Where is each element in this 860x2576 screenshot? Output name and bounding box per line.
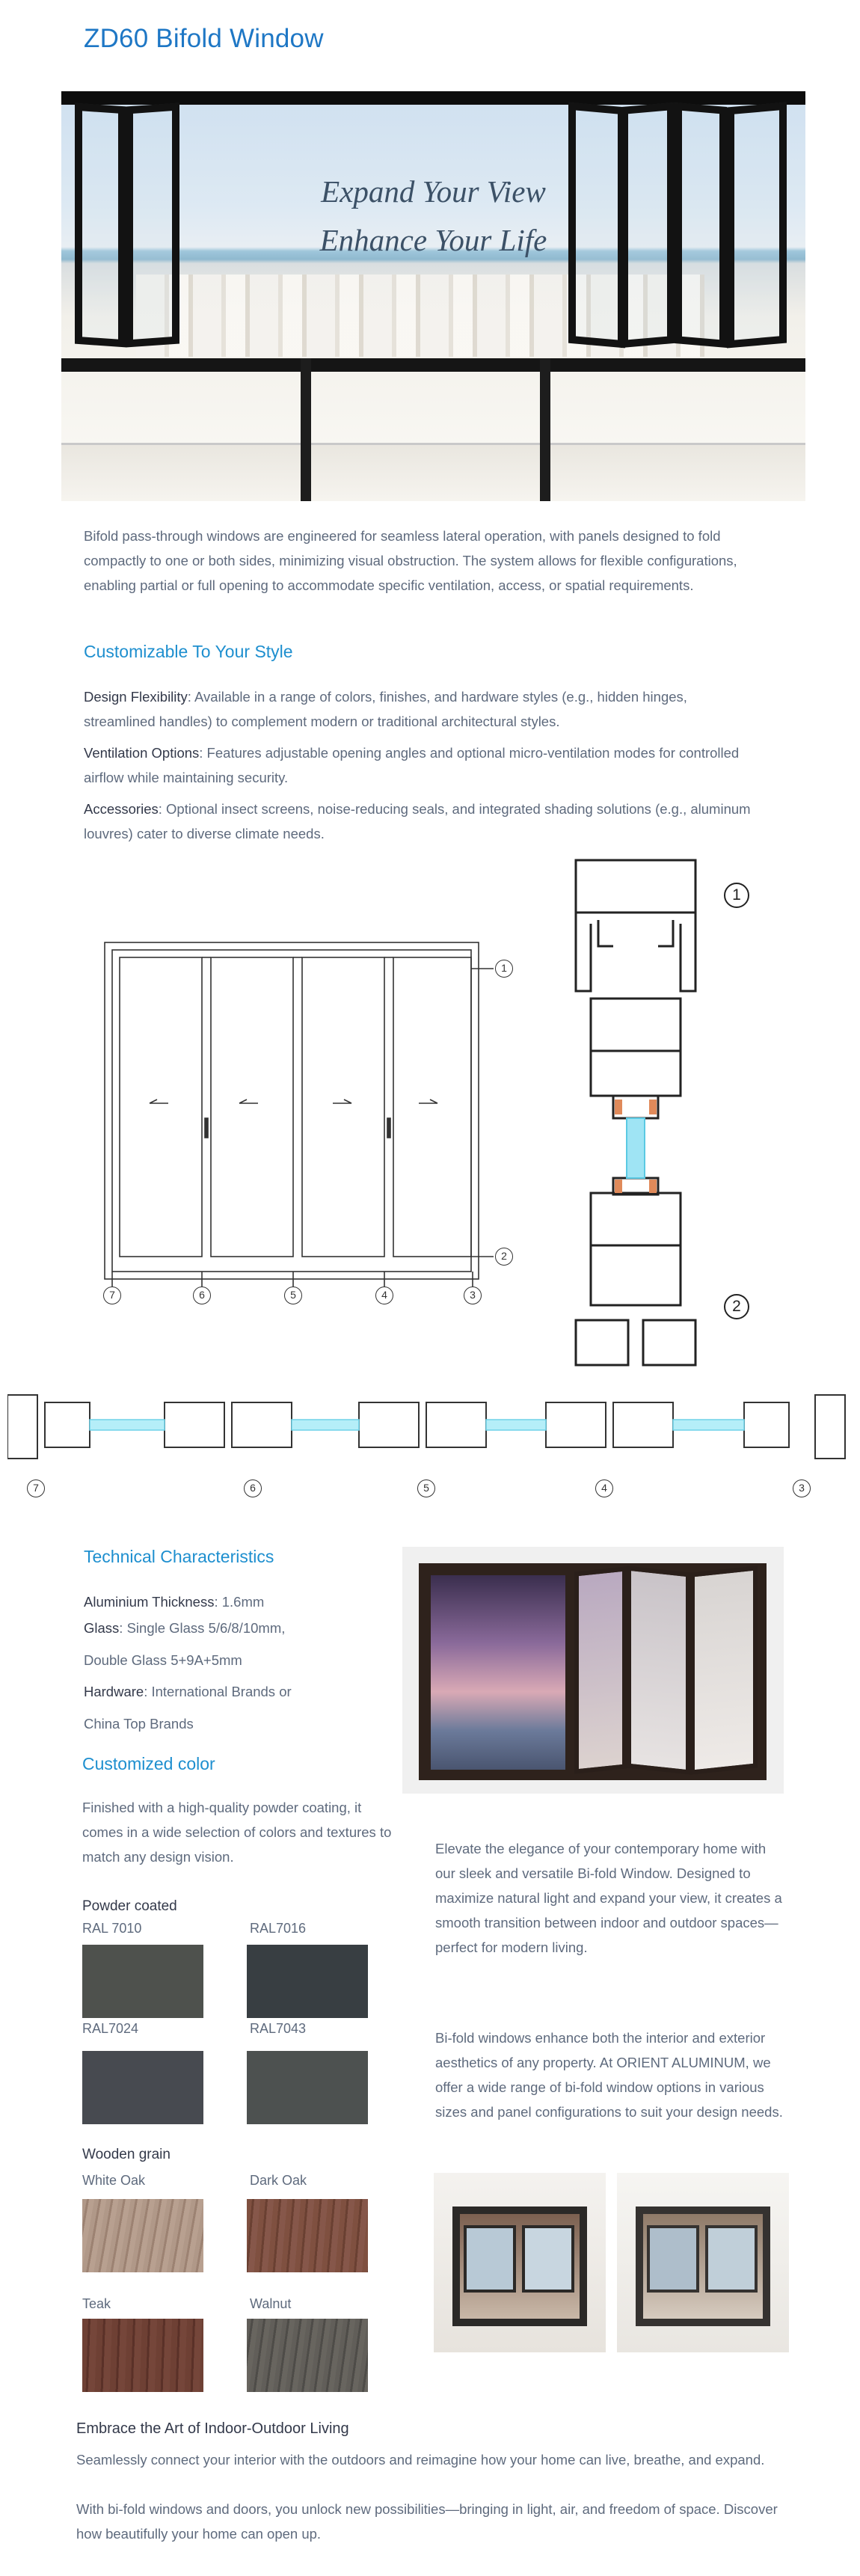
glass-value: : Single Glass 5/6/8/10mm, <box>119 1620 286 1636</box>
glass-line: Glass: Single Glass 5/6/8/10mm, <box>84 1616 398 1640</box>
page-title: ZD60 Bifold Window <box>84 24 324 53</box>
design-flexibility-text: : Available in a range of colors, finish… <box>84 689 687 729</box>
product-photo-corner-1 <box>434 2173 606 2352</box>
swatch-label-walnut: Walnut <box>250 2296 292 2311</box>
swatch-ral7010[interactable] <box>82 1945 203 2018</box>
color-intro: Finished with a high-quality powder coat… <box>82 1800 392 1865</box>
elevation-callout-1: 1 <box>495 960 513 978</box>
elevation-callout-3: 3 <box>464 1287 482 1304</box>
hero-headline-1: Expand Your View <box>321 174 546 209</box>
swatch-label-ral7024: RAL7024 <box>82 2021 139 2036</box>
swatch-label-dark-oak: Dark Oak <box>250 2173 307 2188</box>
hero-image: Expand Your View Enhance Your Life <box>61 91 805 501</box>
swatch-ral7043[interactable] <box>247 2051 368 2124</box>
intro-paragraph: Bifold pass-through windows are engineer… <box>84 528 737 593</box>
plan-callout-5: 5 <box>417 1479 435 1497</box>
elevation-drawing <box>104 942 494 1287</box>
swatch-label-teak: Teak <box>82 2296 111 2311</box>
swatch-label-ral7043: RAL7043 <box>250 2021 307 2036</box>
section-callout-1: 1 <box>724 883 749 908</box>
swatch-white-oak[interactable] <box>82 2199 203 2272</box>
swatch-label-white-oak: White Oak <box>82 2173 146 2188</box>
glass-value-line2: Double Glass 5+9A+5mm <box>84 1652 242 1668</box>
right-paragraph-1: Elevate the elegance of your contemporar… <box>435 1841 782 1955</box>
swatch-ral7016[interactable] <box>247 1945 368 2018</box>
accessories-label: Accessories <box>84 801 159 817</box>
swatch-label-ral7016: RAL7016 <box>250 1921 307 1936</box>
color-heading: Customized color <box>82 1754 215 1773</box>
swatch-walnut[interactable] <box>247 2319 368 2392</box>
ventilation-label: Ventilation Options <box>84 745 200 761</box>
closing-paragraph-2: With bi-fold windows and doors, you unlo… <box>76 2501 778 2542</box>
section-callout-2: 2 <box>724 1294 749 1319</box>
hardware-label: Hardware <box>84 1684 144 1699</box>
horizontal-plan-drawing <box>7 1394 846 1459</box>
product-photo-corner-2 <box>617 2173 789 2352</box>
thickness-label: Aluminium Thickness <box>84 1594 215 1610</box>
closing-paragraph-1: Seamlessly connect your interior with th… <box>76 2452 765 2468</box>
hardware-value: : International Brands or <box>144 1684 292 1699</box>
plan-callout-7: 7 <box>27 1479 45 1497</box>
hero-headline-2: Enhance Your Life <box>319 223 547 257</box>
swatch-teak[interactable] <box>82 2319 203 2392</box>
swatch-dark-oak[interactable] <box>247 2199 368 2272</box>
swatch-label-ral7010: RAL 7010 <box>82 1921 142 1936</box>
accessories-text: : Optional insect screens, noise-reducin… <box>84 801 751 841</box>
elevation-callout-7: 7 <box>103 1287 121 1304</box>
vertical-section-drawing <box>574 859 697 1367</box>
design-flexibility-label: Design Flexibility <box>84 689 188 705</box>
thickness-line: Aluminium Thickness: 1.6mm <box>84 1589 398 1614</box>
right-paragraph-2: Bi-fold windows enhance both the interio… <box>435 2030 783 2120</box>
design-flexibility-item: Design Flexibility: Available in a range… <box>84 684 757 734</box>
ventilation-item: Ventilation Options: Features adjustable… <box>84 740 757 790</box>
hardware-line: Hardware: International Brands or <box>84 1679 398 1704</box>
plan-callout-3: 3 <box>793 1479 811 1497</box>
elevation-callout-5: 5 <box>284 1287 302 1304</box>
swatch-ral7024[interactable] <box>82 2051 203 2124</box>
elevation-callout-6: 6 <box>193 1287 211 1304</box>
technical-heading: Technical Characteristics <box>84 1547 274 1566</box>
ventilation-text: : Features adjustable opening angles and… <box>84 745 740 785</box>
elevation-callout-2: 2 <box>495 1248 513 1266</box>
plan-callout-4: 4 <box>595 1479 613 1497</box>
accessories-item: Accessories: Optional insect screens, no… <box>84 797 757 846</box>
elevation-callout-4: 4 <box>375 1287 393 1304</box>
powder-heading: Powder coated <box>82 1898 177 1914</box>
customizable-heading: Customizable To Your Style <box>84 642 293 661</box>
hardware-value-line2: China Top Brands <box>84 1716 194 1732</box>
product-photo-bifold-window <box>402 1547 784 1794</box>
glass-label: Glass <box>84 1620 120 1636</box>
wood-heading: Wooden grain <box>82 2147 171 2162</box>
closing-heading: Embrace the Art of Indoor-Outdoor Living <box>76 2420 349 2437</box>
plan-callout-6: 6 <box>244 1479 262 1497</box>
thickness-value: : 1.6mm <box>214 1594 265 1610</box>
